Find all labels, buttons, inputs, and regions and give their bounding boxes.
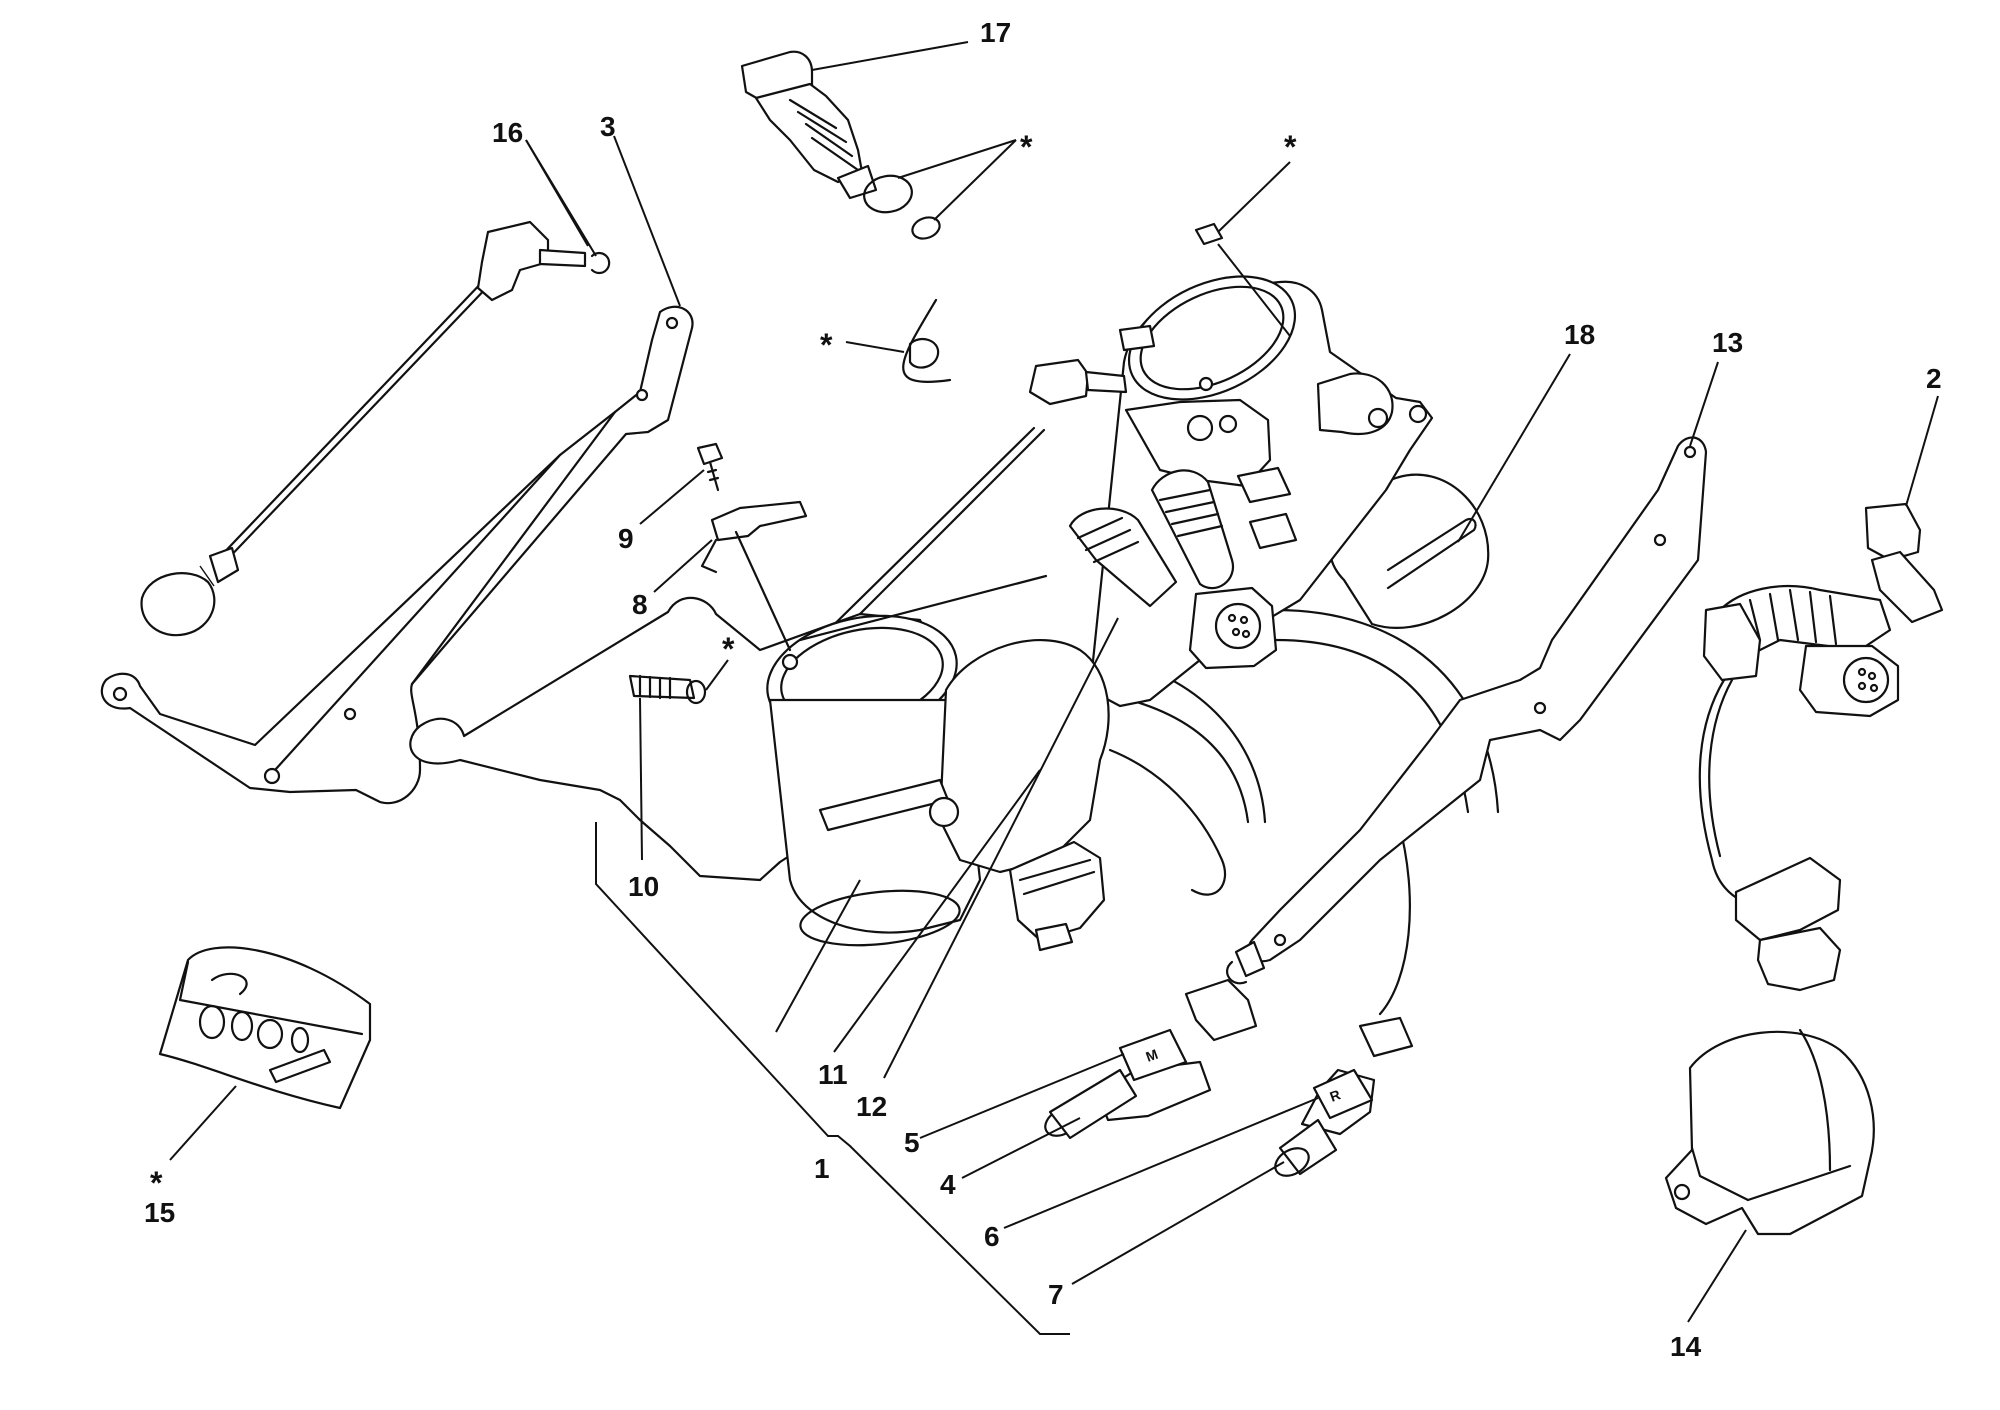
asterisk-label: *	[1284, 129, 1297, 165]
callout-10: 10	[628, 871, 659, 902]
part-8-clip	[700, 500, 808, 574]
callout-4: 4	[940, 1169, 956, 1200]
callout-9: 9	[618, 523, 634, 554]
part-16-linkage-rod	[140, 220, 611, 637]
part-14-cover	[1664, 1028, 1875, 1236]
callout-11: 11	[818, 1059, 848, 1090]
asterisk-label: *	[150, 1165, 163, 1201]
callout-15: 15	[144, 1197, 175, 1228]
asterisk-label: *	[820, 327, 833, 363]
asterisk-label: *	[1020, 129, 1033, 165]
part-9-screw	[696, 442, 724, 492]
callout-16: 16	[492, 117, 523, 148]
callout-7: 7	[1048, 1279, 1064, 1310]
hose-mark-m: M	[1144, 1046, 1160, 1065]
part-4-5-hose-m: M	[1044, 978, 1258, 1140]
callout-5: 5	[904, 1127, 920, 1158]
part-17-injector	[740, 50, 941, 240]
callout-17: 17	[980, 17, 1011, 48]
asterisk-label: *	[722, 631, 735, 667]
callout-2: 2	[1926, 363, 1942, 394]
leader-lines	[169, 41, 1939, 1323]
callout-14: 14	[1670, 1331, 1702, 1362]
callout-12: 12	[856, 1091, 887, 1122]
seal-ring-icon	[908, 337, 940, 369]
callout-3: 3	[600, 111, 616, 142]
assembly-bracket-1	[595, 822, 1070, 1335]
callout-6: 6	[984, 1221, 1000, 1252]
part-13-bracket	[1226, 436, 1708, 985]
o-ring-icon	[685, 679, 707, 705]
callout-1: 1	[814, 1153, 830, 1184]
callout-8: 8	[632, 589, 648, 620]
part-10-stud	[628, 674, 696, 700]
part-2-wiring-harness	[1698, 502, 1944, 992]
screw-icon	[1194, 222, 1224, 246]
callout-18: 18	[1564, 319, 1595, 350]
part-6-7-hose-r: R	[1274, 1016, 1414, 1177]
part-15-fastener-kit	[158, 946, 372, 1110]
clip-leader	[734, 530, 792, 652]
bracket-arc	[902, 298, 952, 383]
part-3-bracket	[100, 305, 694, 805]
callout-13: 13	[1712, 327, 1743, 358]
part-1-throttle-body-assembly	[409, 275, 1500, 1016]
